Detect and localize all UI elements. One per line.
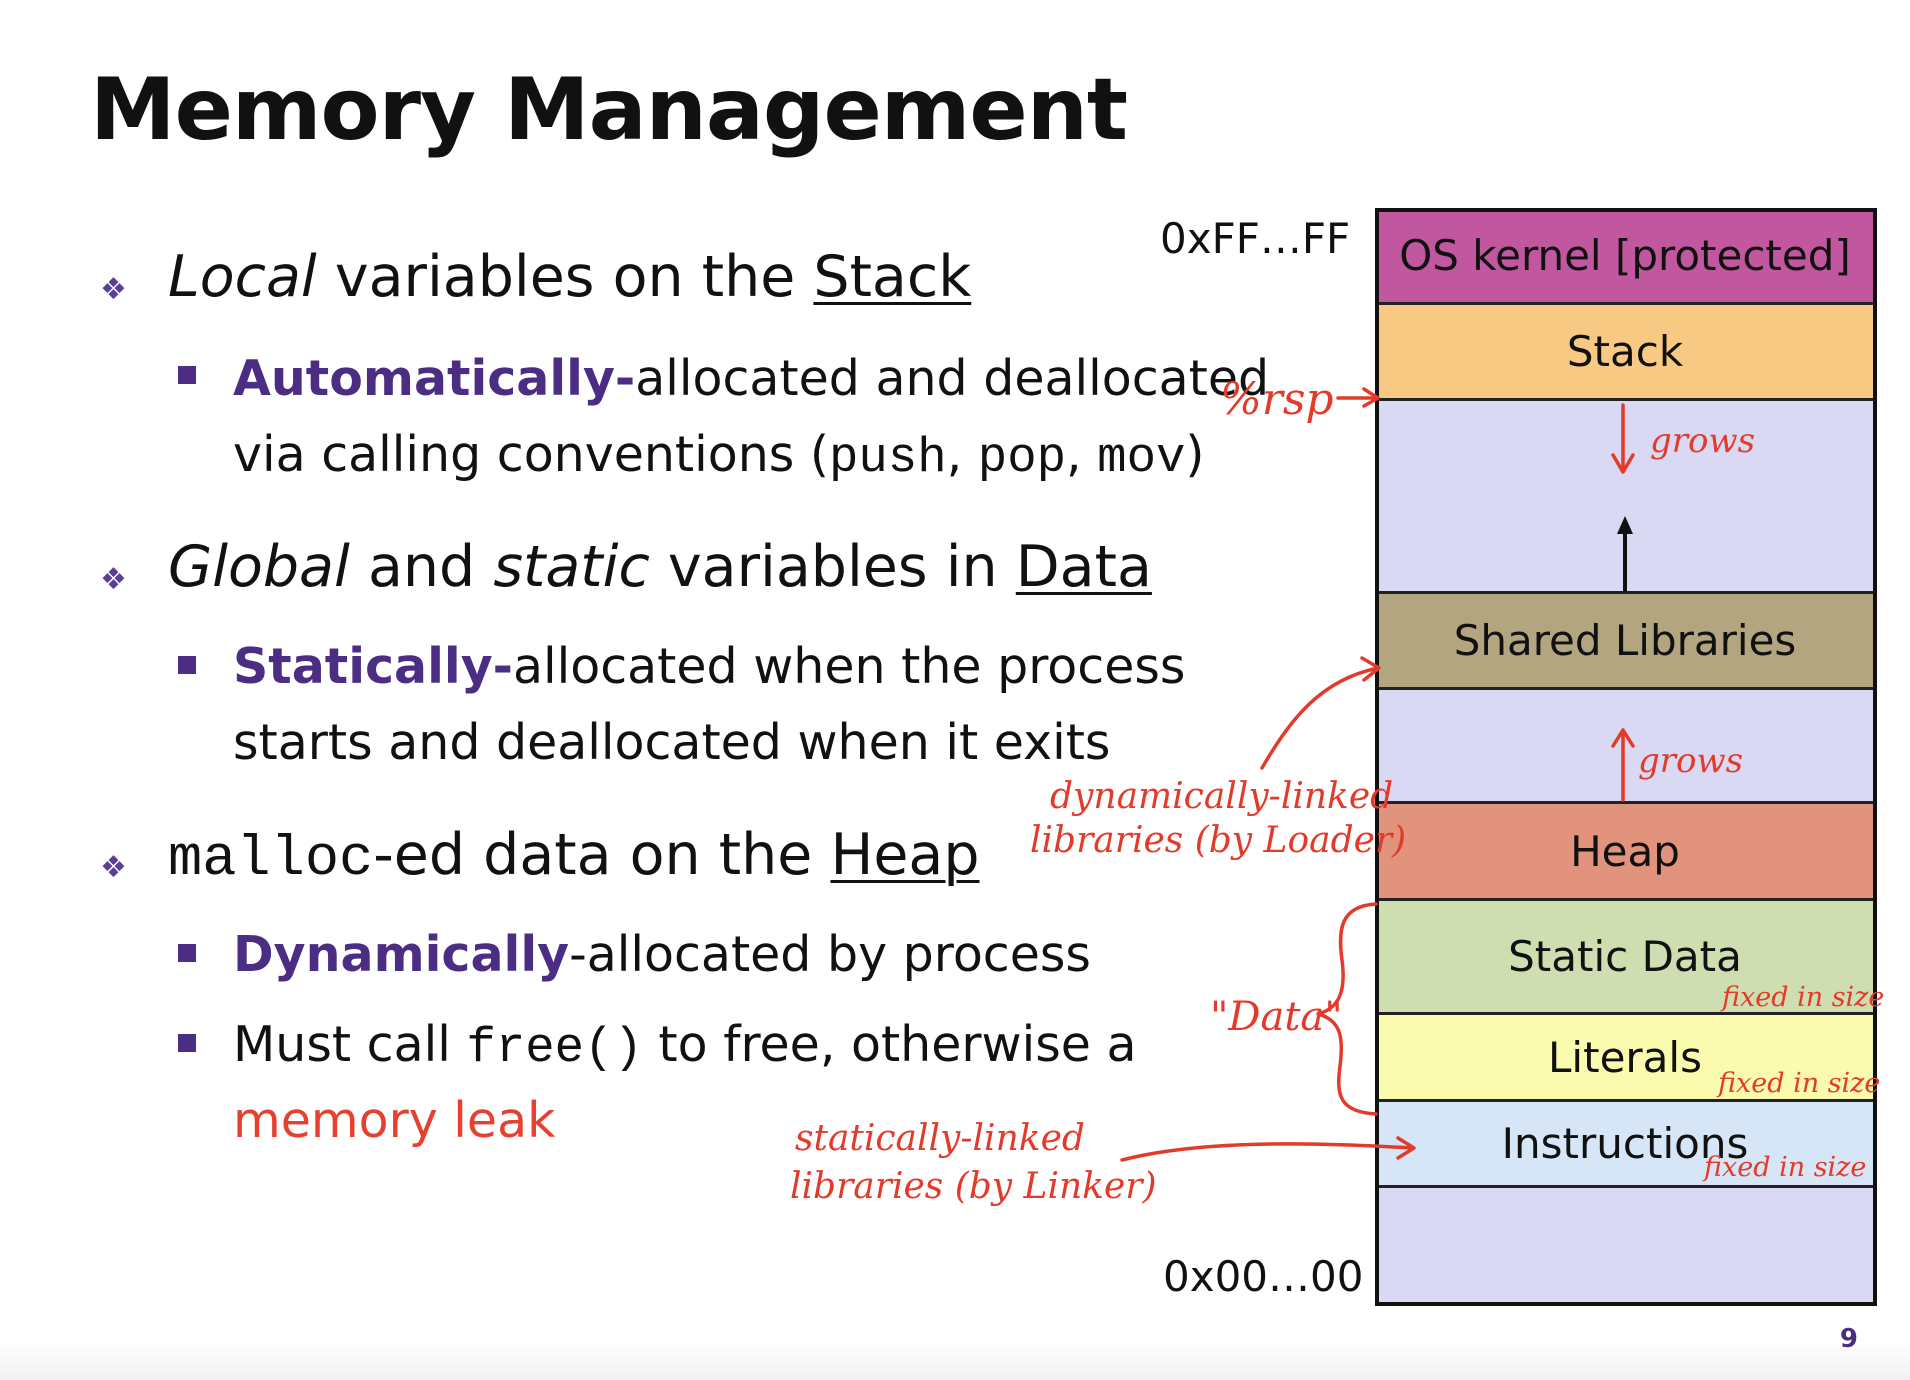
- address-top: 0xFF…FF: [1160, 214, 1351, 263]
- segment-instructions: Instructions: [1375, 1102, 1875, 1188]
- bullet-global-text1: and: [349, 534, 494, 600]
- segment-heap-label: Heap: [1570, 826, 1680, 876]
- slide-title: Memory Management: [90, 60, 1128, 160]
- sep-1: ,: [946, 426, 978, 483]
- sub-free-post: to free, otherwise a: [642, 1016, 1137, 1073]
- segment-shared-libraries: Shared Libraries: [1375, 594, 1875, 690]
- bullet-global-text2: variables in: [649, 534, 1016, 600]
- diamond-bullet-icon: ❖: [100, 272, 127, 307]
- sub-heap-emph: Dynamically: [233, 926, 570, 983]
- code-free: free(): [466, 1020, 643, 1076]
- data-brace: [1316, 902, 1378, 1116]
- static-libraries-arrow: [1120, 1136, 1416, 1162]
- sub-free-pre: Must call: [233, 1016, 467, 1073]
- bullet-global: Global and static variables in Data: [168, 534, 1152, 600]
- static-annotation-line2: libraries (by Linker): [790, 1166, 1157, 1207]
- code-pop: pop: [977, 430, 1067, 486]
- sub-heap-text: -allocated by process: [569, 926, 1091, 983]
- bullet-global-target: Data: [1015, 534, 1152, 600]
- diamond-bullet-icon: ❖: [100, 562, 127, 597]
- sub-global-line2: starts and deallocated when it exits: [233, 714, 1111, 771]
- bullet-global-italic2: static: [493, 534, 650, 600]
- sep-2: ,: [1066, 426, 1098, 483]
- stack-grows-down-arrow: [1611, 403, 1635, 474]
- sub-local-line2: via calling conventions (push, pop, mov): [233, 426, 1205, 486]
- address-bottom: 0x00…00: [1163, 1252, 1364, 1301]
- fixed-size-literals: fixed in size: [1716, 1068, 1880, 1099]
- bullet-heap-text: -ed data on the: [373, 822, 831, 888]
- code-malloc: malloc: [168, 828, 374, 892]
- rsp-annotation: %rsp: [1220, 374, 1334, 425]
- bullet-local: Local variables on the Stack: [168, 244, 971, 310]
- grows-down-annotation: grows: [1650, 421, 1755, 461]
- bullet-local-target: Stack: [813, 244, 972, 310]
- segment-free-middle: [1375, 690, 1875, 804]
- segment-stack-label: Stack: [1566, 327, 1684, 376]
- segment-shared-label: Shared Libraries: [1453, 616, 1797, 665]
- fixed-size-instructions: fixed in size: [1702, 1152, 1866, 1183]
- square-bullet-icon: [178, 366, 196, 384]
- square-bullet-icon: [178, 944, 196, 962]
- segment-static-label: Static Data: [1508, 932, 1742, 981]
- segment-literals: Literals: [1375, 1015, 1875, 1102]
- segment-os-kernel-label: OS kernel [protected]: [1399, 230, 1851, 280]
- sub-local-line1: Automatically-allocated and deallocated: [233, 350, 1269, 407]
- black-up-arrow: [1617, 516, 1633, 592]
- square-bullet-icon: [178, 656, 196, 674]
- sub-local-pre: via calling conventions (: [233, 426, 830, 483]
- segment-literals-label: Literals: [1548, 1032, 1702, 1082]
- bullet-local-italic: Local: [168, 244, 317, 310]
- sub-global-text1: allocated when the process: [512, 638, 1186, 695]
- fixed-size-static: fixed in size: [1720, 982, 1884, 1013]
- sub-global-emph: Statically-: [233, 638, 513, 695]
- segment-heap: Heap: [1375, 804, 1875, 901]
- heap-grows-up-arrow: [1611, 728, 1635, 802]
- sub-heap-line1: Dynamically-allocated by process: [233, 926, 1091, 983]
- bullet-local-text: variables on the: [316, 244, 814, 310]
- dynamic-annotation-line1: dynamically-linked: [1050, 776, 1393, 817]
- bullet-heap: malloc-ed data on the Heap: [168, 822, 980, 892]
- data-brace-annotation: "Data": [1210, 994, 1343, 1040]
- sub-free-line1: Must call free() to free, otherwise a: [233, 1016, 1136, 1076]
- sub-local-text1: allocated and deallocated: [635, 350, 1270, 407]
- static-annotation-line1: statically-linked: [795, 1118, 1085, 1159]
- dynamic-libraries-arrow: [1260, 656, 1381, 770]
- segment-free-upper: [1375, 401, 1875, 594]
- memory-leak-text: memory leak: [233, 1092, 556, 1149]
- bullet-heap-target: Heap: [830, 822, 980, 888]
- segment-os-kernel: OS kernel [protected]: [1375, 208, 1875, 305]
- diamond-bullet-icon: ❖: [100, 850, 127, 885]
- segment-free-bottom: [1375, 1188, 1875, 1306]
- grows-up-annotation: grows: [1638, 741, 1743, 781]
- sub-local-emph: Automatically-: [233, 350, 636, 407]
- page-number: 9: [1839, 1324, 1858, 1354]
- footer-bar: [0, 1340, 1910, 1380]
- code-mov: mov: [1097, 430, 1186, 486]
- segment-instructions-label: Instructions: [1501, 1119, 1749, 1168]
- rsp-arrow: [1336, 387, 1380, 408]
- dynamic-annotation-line2: libraries (by Loader): [1030, 820, 1406, 861]
- segment-static-data: Static Data: [1375, 901, 1875, 1015]
- segment-stack: Stack: [1375, 305, 1875, 401]
- sub-global-line1: Statically-allocated when the process: [233, 638, 1185, 695]
- code-push: push: [829, 430, 947, 486]
- square-bullet-icon: [178, 1034, 196, 1052]
- sub-local-post: ): [1185, 426, 1205, 483]
- bullet-global-italic1: Global: [168, 534, 350, 600]
